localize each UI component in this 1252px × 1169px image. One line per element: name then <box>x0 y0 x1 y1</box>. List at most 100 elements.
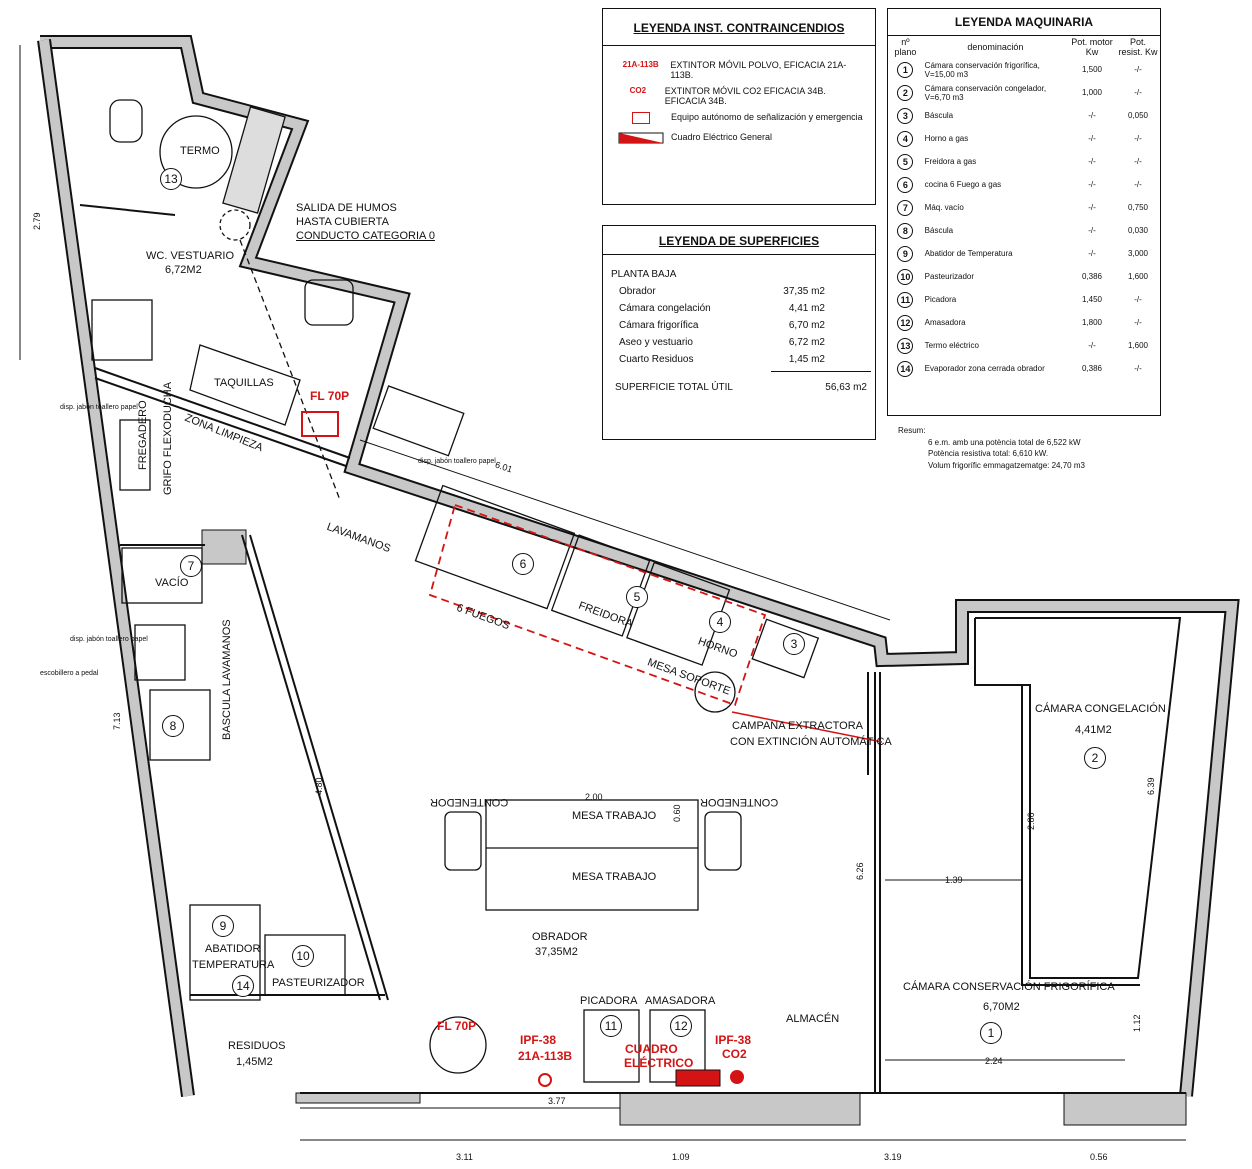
resist-power: -/- <box>1134 157 1142 166</box>
emergency-light-icon <box>611 112 671 126</box>
equipment-name: Cámara conservación congelador, V=6,70 m… <box>924 83 1047 102</box>
machinery-row: 4 Horno a gas -/- -/- <box>888 127 1160 150</box>
motor-power: 0,386 <box>1081 272 1103 281</box>
resist-power: -/- <box>1134 364 1142 373</box>
resist-power: 0,750 <box>1127 203 1149 212</box>
room-area-conservacion: 6,70M2 <box>983 1001 1020 1013</box>
equipment-number: 13 <box>897 337 914 354</box>
dim-4-80: 4.80 <box>314 777 324 795</box>
motor-power: 1,450 <box>1081 295 1103 304</box>
note-campana-2: CON EXTINCIÓN AUTOMÁTICA <box>730 736 892 748</box>
fire-fl70p-bottom: FL 70P <box>437 1019 477 1033</box>
fire-ipf38-powder: IPF-38 <box>520 1033 557 1047</box>
machinery-legend: LEYENDA MAQUINARIA nº plano denominación… <box>887 8 1161 416</box>
equipment-number: 3 <box>897 107 914 124</box>
note-disp-2: disp. jabón toallero papel <box>418 458 496 465</box>
label-grifo: GRIFO FLEXODUCHA <box>162 381 174 495</box>
dim-3-77: 3.77 <box>548 1096 566 1106</box>
co2-extinguisher-icon: CO2 <box>629 86 647 95</box>
equipment-number: 9 <box>897 245 914 262</box>
equipment-13: 13 <box>160 168 182 190</box>
equipment-name: Picadora <box>924 295 957 304</box>
label-amasadora: AMASADORA <box>645 995 716 1007</box>
machinery-row: 7 Máq. vacío -/- 0,750 <box>888 196 1160 219</box>
motor-power: -/- <box>1088 111 1096 120</box>
equipment-number: 7 <box>897 199 914 216</box>
note-escobillero: escobillero a pedal <box>40 670 99 677</box>
fire-ipf38-co2: IPF-38 <box>715 1033 752 1047</box>
equipment-14: 14 <box>232 975 254 997</box>
label-fregadero: FREGADERO <box>137 400 149 470</box>
equipment-name: Pasteurizador <box>924 272 975 281</box>
equipment-name: Amasadora <box>924 318 966 327</box>
label-mesa-trabajo-1: MESA TRABAJO <box>572 810 657 822</box>
note-disp-1: disp. jabón toallero papel <box>60 404 138 411</box>
room-label-almacen: ALMACÉN <box>786 1013 840 1025</box>
fire-legend-item: Equipo autónomo de señalización y emerge… <box>611 112 867 126</box>
motor-power: 1,800 <box>1081 318 1103 327</box>
note-disp-3: disp. jabón toallero papel <box>70 636 148 643</box>
machinery-table: nº plano denominación Pot. motor Kw Pot.… <box>888 36 1160 380</box>
equipment-5: 5 <box>626 586 648 608</box>
equipment-number: 5 <box>897 153 914 170</box>
label-taquillas: TAQUILLAS <box>214 377 274 389</box>
electric-panel-icon <box>611 132 671 146</box>
dim-1-12: 1.12 <box>1132 1014 1142 1032</box>
note-campana-1: CAMPANA EXTRACTORA <box>732 720 864 732</box>
motor-power: 1,000 <box>1081 88 1103 97</box>
equipment-1: 1 <box>980 1022 1002 1044</box>
equipment-number: 14 <box>897 360 914 377</box>
equipment-name: Máq. vacío <box>924 203 964 212</box>
surface-legend-title: LEYENDA DE SUPERFICIES <box>603 226 875 255</box>
resist-power: 0,050 <box>1127 111 1149 120</box>
note-humos-1: SALIDA DE HUMOS <box>296 202 397 214</box>
label-temperatura: TEMPERATURA <box>192 959 275 971</box>
equipment-name: Termo eléctrico <box>924 341 979 350</box>
fire-ipf38-powder-rating: 21A-113B <box>518 1049 573 1063</box>
fire-fl70p-top: FL 70P <box>310 389 350 403</box>
room-label-residuos: RESIDUOS <box>228 1040 286 1052</box>
resist-power: -/- <box>1134 65 1142 74</box>
motor-power: 1,500 <box>1081 65 1103 74</box>
resist-power: -/- <box>1134 295 1142 304</box>
machinery-legend-title: LEYENDA MAQUINARIA <box>888 9 1160 36</box>
equipment-number: 10 <box>897 268 914 285</box>
note-humos-3: CONDUCTO CATEGORIA 0 <box>296 230 435 242</box>
exterior-walls <box>37 35 1240 1126</box>
dim-6-39: 6.39 <box>1146 777 1156 795</box>
motor-power: -/- <box>1088 341 1096 350</box>
room-area-congelacion: 4,41M2 <box>1075 724 1112 736</box>
motor-power: 0,386 <box>1081 364 1103 373</box>
label-pasteurizador: PASTEURIZADOR <box>272 977 365 989</box>
motor-power: -/- <box>1088 157 1096 166</box>
dim-2-24: 2.24 <box>985 1056 1003 1066</box>
dim-0-56: 0.56 <box>1090 1152 1108 1162</box>
dim-3-11: 3.11 <box>456 1152 473 1162</box>
room-label-wc: WC. VESTUARIO <box>146 250 235 262</box>
equipment-number: 2 <box>897 84 914 101</box>
equipment-7: 7 <box>180 555 202 577</box>
equipment-12: 12 <box>670 1015 692 1037</box>
equipment-6: 6 <box>512 553 534 575</box>
machinery-row: 3 Báscula -/- 0,050 <box>888 104 1160 127</box>
equipment-8: 8 <box>162 715 184 737</box>
resist-power: 3,000 <box>1127 249 1149 258</box>
resist-power: 1,600 <box>1127 341 1149 350</box>
label-contenedor-right: CONTENEDOR <box>700 796 779 808</box>
label-abatidor: ABATIDOR <box>205 943 261 955</box>
machinery-row: 9 Abatidor de Temperatura -/- 3,000 <box>888 242 1160 265</box>
equipment-name: Cámara conservación frigorífica, V=15,00… <box>924 60 1040 79</box>
dim-2-79: 2.79 <box>32 212 42 230</box>
machinery-row: 1 Cámara conservación frigorífica, V=15,… <box>888 58 1160 81</box>
machinery-row: 14 Evaporador zona cerrada obrador 0,386… <box>888 357 1160 380</box>
resist-power: 0,030 <box>1127 226 1149 235</box>
dim-3-19: 3.19 <box>884 1152 902 1162</box>
machinery-row: 8 Báscula -/- 0,030 <box>888 219 1160 242</box>
room-label-congelacion: CÁMARA CONGELACIÓN <box>1035 703 1166 715</box>
